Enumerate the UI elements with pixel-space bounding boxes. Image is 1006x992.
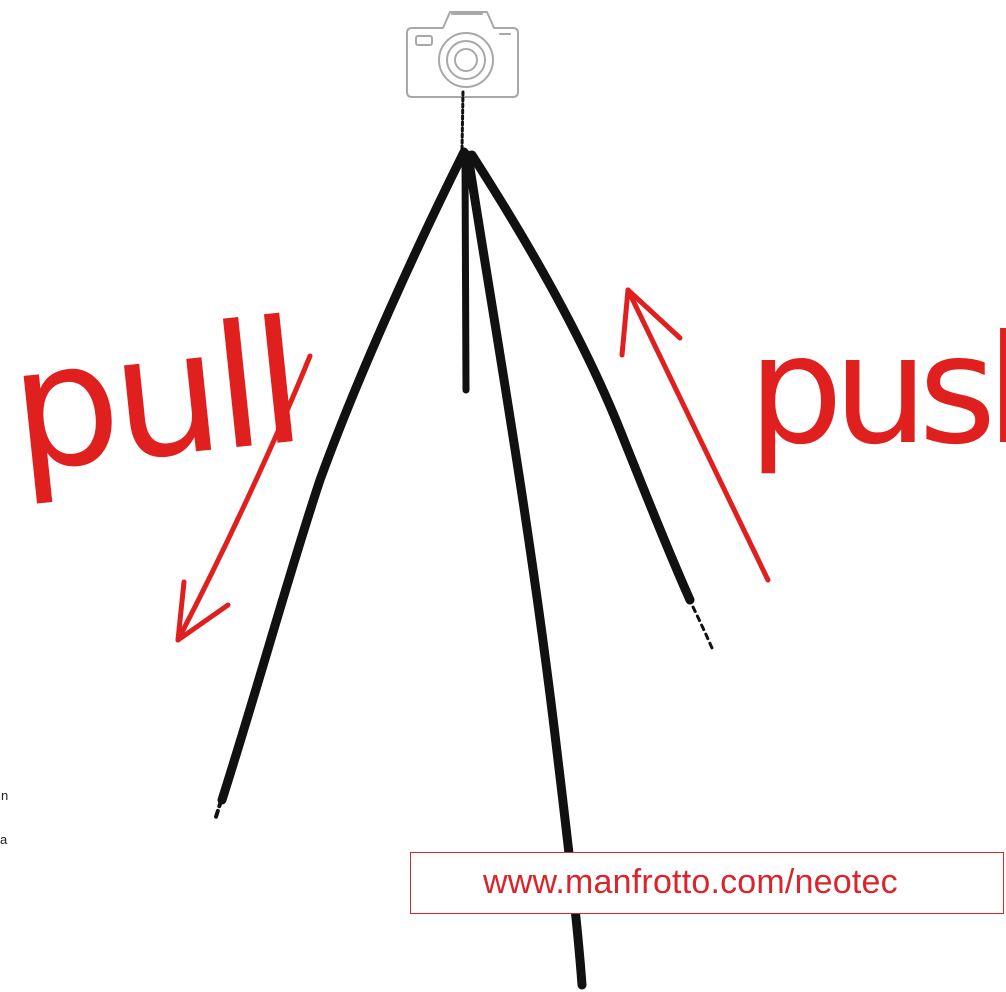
edge-text-fragment: a (0, 832, 7, 847)
tripod-column (462, 92, 463, 150)
arrow-up-left-icon (622, 290, 768, 580)
edge-text-fragment: n (1, 788, 8, 803)
url-box[interactable]: www.manfrotto.com/neotec (410, 852, 1004, 914)
tripod-center-column (465, 158, 466, 390)
push-label: push (748, 304, 1006, 478)
pull-label: pull (2, 284, 307, 511)
url-link[interactable]: www.manfrotto.com/neotec (483, 863, 898, 902)
camera-icon (407, 12, 518, 97)
